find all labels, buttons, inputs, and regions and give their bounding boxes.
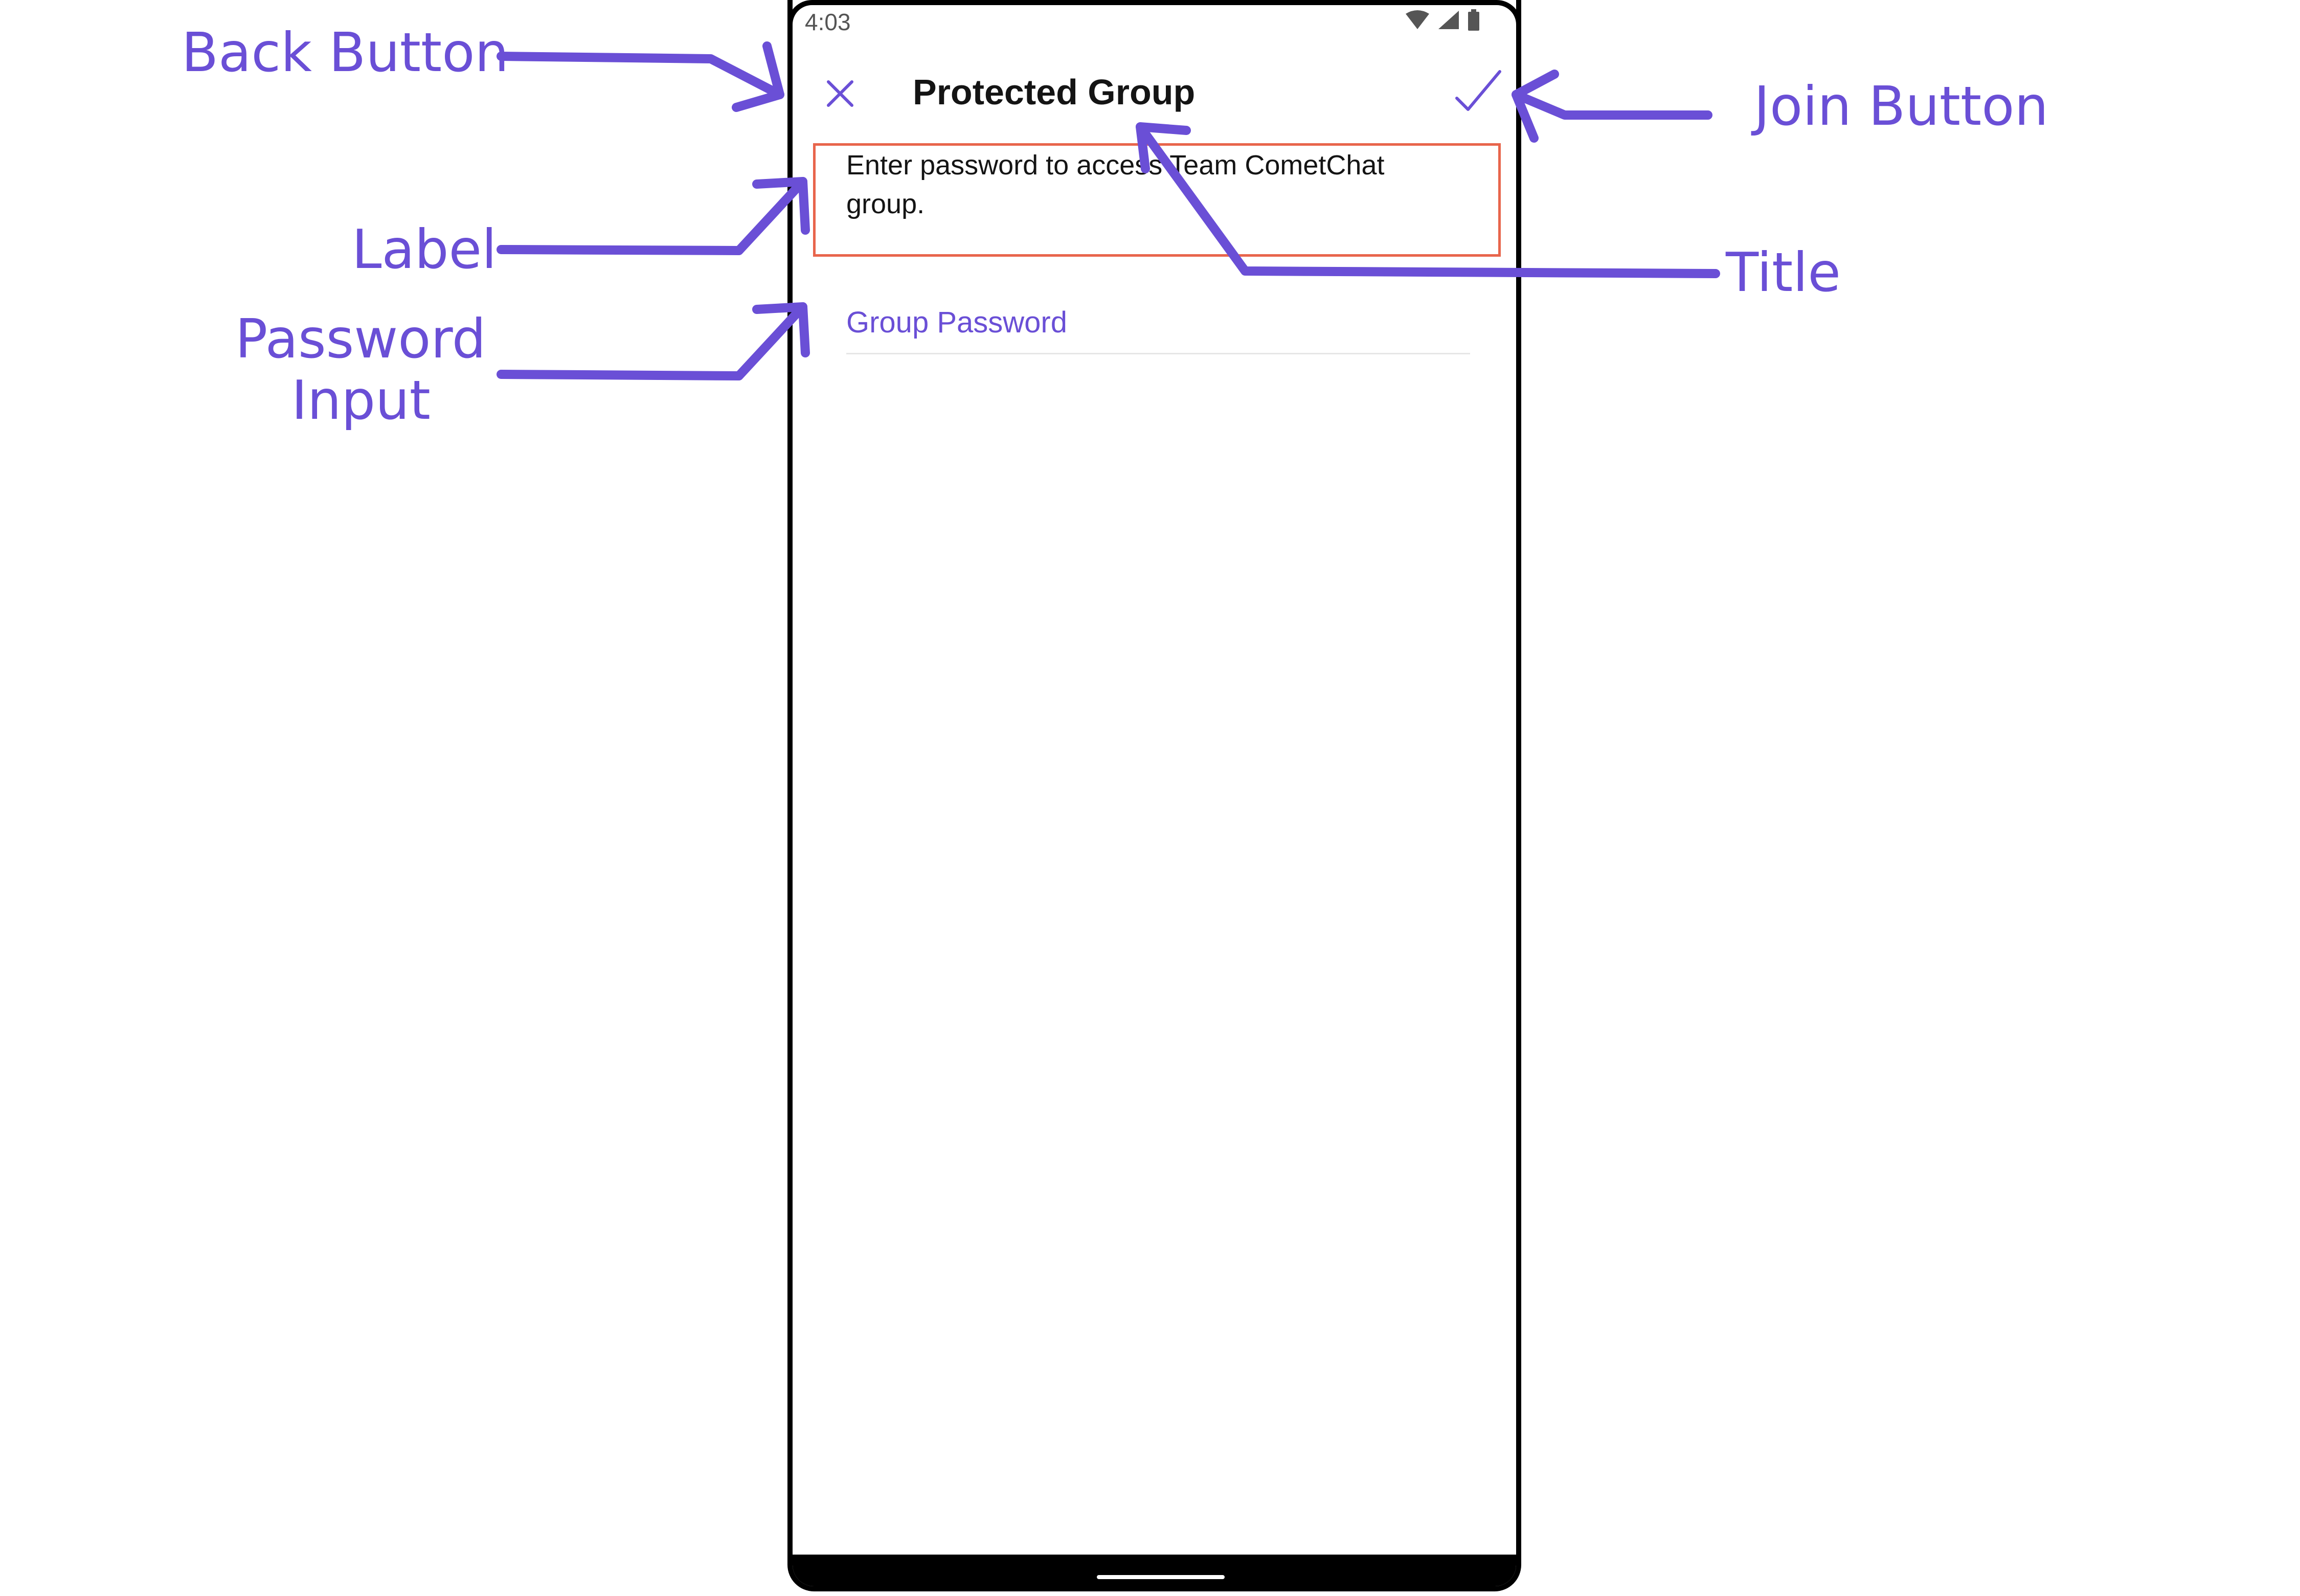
annotation-title: Title [1726, 241, 1841, 304]
home-indicator[interactable] [1097, 1575, 1225, 1579]
wifi-icon [1406, 10, 1429, 29]
annotation-label: Label [352, 218, 497, 281]
annotation-password-input-line1: Password [235, 308, 486, 370]
arrow-back-button [497, 52, 784, 99]
signal-icon [1438, 11, 1459, 29]
close-icon [827, 80, 853, 107]
phone-screen: 4:03 Protected Group Enter password to a… [787, 0, 1521, 1591]
arrow-join-button [1512, 90, 1712, 120]
arrow-label [497, 177, 807, 255]
navigation-bar [793, 1555, 1516, 1586]
label-text: Enter password to access Team CometChat … [846, 150, 1385, 219]
arrowhead-back-button [732, 41, 784, 112]
group-password-input[interactable] [846, 291, 1470, 354]
annotation-back-button: Back Button [182, 21, 509, 84]
arrowhead-join-button [1512, 70, 1559, 143]
battery-icon [1468, 9, 1479, 31]
arrow-password-input [497, 302, 807, 380]
join-button[interactable] [1450, 66, 1506, 123]
annotation-password-input-line2: Input [291, 369, 431, 432]
annotation-join-button: Join Button [1754, 75, 2049, 138]
status-icons [1405, 9, 1480, 31]
phone-top-frame [787, 0, 1521, 31]
check-icon [1455, 70, 1501, 111]
page-title: Protected Group [913, 72, 1196, 112]
status-time: 4:03 [805, 9, 851, 35]
back-button[interactable] [817, 71, 863, 117]
